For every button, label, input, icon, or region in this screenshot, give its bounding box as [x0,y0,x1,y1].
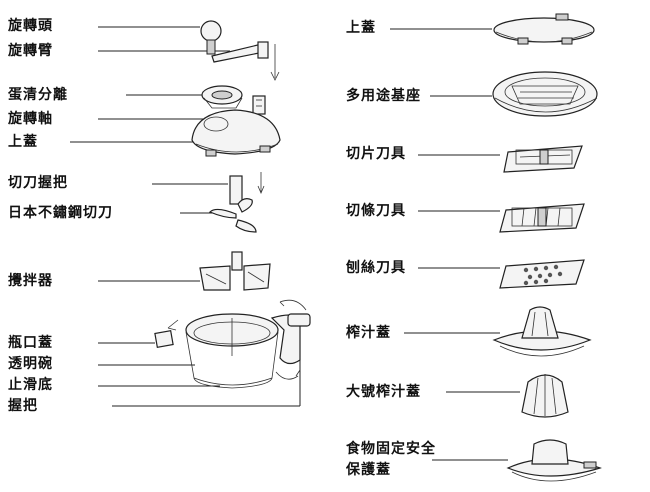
label-handle: 握把 [8,398,38,414]
egg-separator-part [201,85,243,109]
top-lid-left-part [191,109,281,157]
rotating-shaft-part [252,95,266,115]
label-egg-separator: 蛋清分離 [8,87,68,103]
bowl-assembly-part [154,299,311,389]
label-top-lid-right: 上蓋 [346,20,376,36]
grater-blade-part [499,259,585,289]
label-large-juicer-lid: 大號榨汁蓋 [346,384,421,400]
top-lid-right-part [493,13,595,45]
blade-assembly-part [208,172,265,233]
right-leader-lines [390,28,520,461]
left-leader-lines [70,26,301,407]
label-grater-blade: 刨絲刀具 [346,260,406,276]
label-multi-purpose-base: 多用途基座 [346,88,421,104]
label-rotating-head: 旋轉頭 [8,18,53,34]
juicer-lid-part [492,306,592,357]
slicing-blade-part [503,145,583,173]
julienne-blade-part [499,203,585,233]
label-rotating-shaft: 旋轉軸 [8,111,53,127]
label-whisk: 攪拌器 [8,273,53,289]
whisk-part [199,251,271,291]
food-holder-guard-part [506,439,602,482]
label-julienne-blade: 切條刀具 [346,203,406,219]
large-juicer-lid-part [521,374,569,418]
label-slicing-blade: 切片刀具 [346,146,406,162]
label-rotating-arm: 旋轉臂 [8,43,53,59]
label-bottle-cap: 瓶口蓋 [8,335,53,351]
label-food-holder-line1: 食物固定安全 [346,441,436,457]
label-juicer-lid: 榨汁蓋 [346,325,391,341]
label-blade-handle: 切刀握把 [8,175,68,191]
label-food-holder-line2: 保護蓋 [346,462,391,478]
label-clear-bowl: 透明碗 [8,356,53,372]
multi-purpose-base-part [492,71,598,117]
label-non-slip-base: 止滑底 [8,377,53,393]
rotating-head-arm-part [200,20,280,81]
label-top-lid-left: 上蓋 [8,134,38,150]
label-stainless-blade: 日本不鏽鋼切刀 [8,205,113,221]
